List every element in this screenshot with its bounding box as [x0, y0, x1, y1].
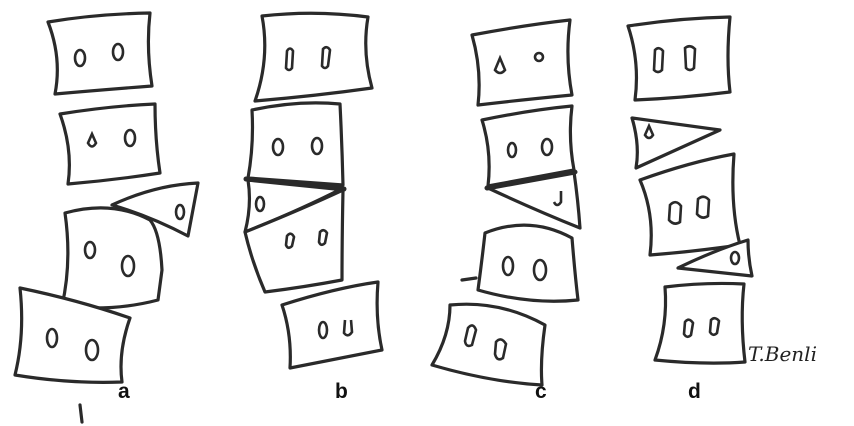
- artist-signature: T.Benli: [748, 342, 817, 366]
- vertebra-a3: [62, 208, 162, 308]
- stray-mark: [80, 405, 82, 422]
- vertebra-d1: [628, 17, 730, 100]
- vertebra-b4: [282, 282, 382, 368]
- vertebra-c1: [472, 20, 572, 105]
- vertebra-c3: [478, 225, 578, 301]
- stray-mark-c: [462, 278, 476, 280]
- vertebra-b1: [255, 13, 372, 101]
- vertebra-d3: [655, 283, 745, 363]
- panel-b: b: [245, 13, 382, 403]
- vertebra-c4: [432, 304, 545, 385]
- panel-label-a: a: [118, 380, 130, 403]
- panel-label-b: b: [335, 380, 348, 403]
- vertebra-d2: [640, 154, 740, 255]
- panel-a: a: [15, 13, 198, 422]
- panel-d: d: [628, 17, 752, 403]
- panel-label-d: d: [688, 380, 701, 403]
- vertebra-b2: [248, 103, 343, 185]
- panel-label-c: c: [535, 380, 547, 403]
- vertebra-a2: [60, 104, 160, 184]
- panel-c: c: [432, 20, 580, 403]
- vertebra-a1: [48, 13, 152, 94]
